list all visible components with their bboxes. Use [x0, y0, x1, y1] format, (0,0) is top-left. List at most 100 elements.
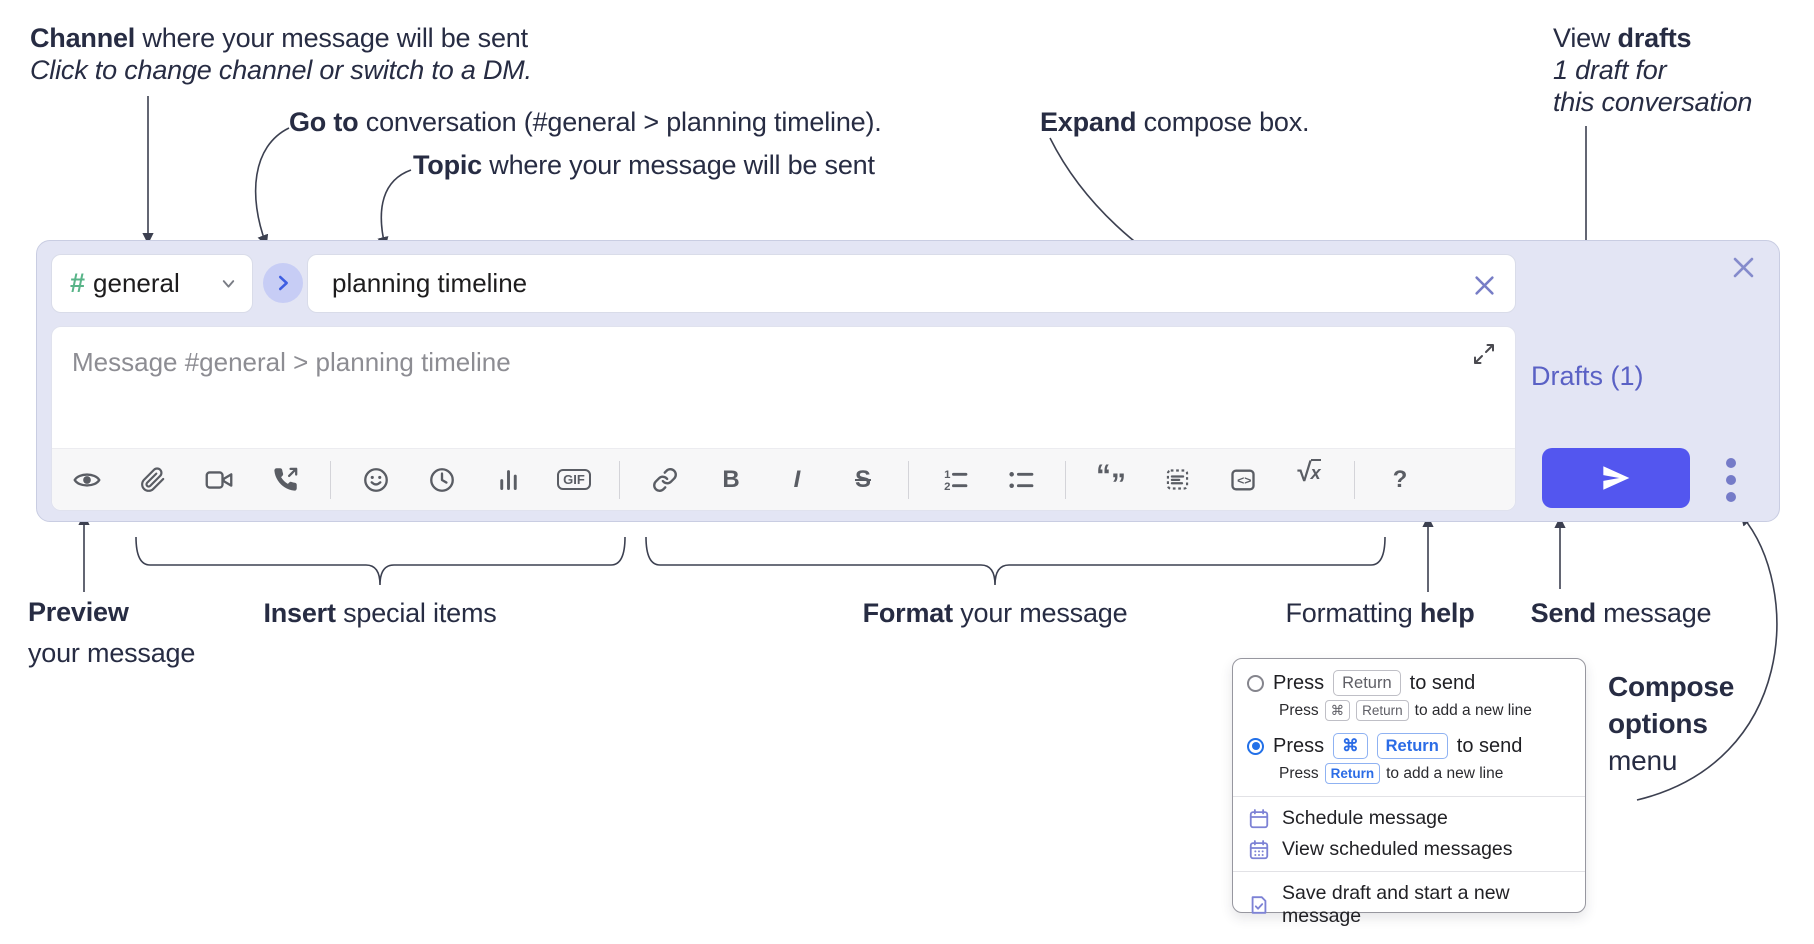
video-camera-icon [205, 470, 233, 489]
ordered-list-button[interactable]: 1 2 [933, 459, 975, 501]
italic-button[interactable]: I [776, 459, 818, 501]
annotation-channel: Channel where your message will be sent … [30, 23, 532, 85]
bold-icon: B [722, 465, 740, 493]
key-return: Return [1324, 763, 1381, 784]
calendar-grid-icon [1248, 839, 1270, 861]
radio-unselected[interactable] [1247, 674, 1264, 692]
blockquote-button[interactable]: “” [1096, 458, 1126, 501]
key-return: Return [1356, 700, 1409, 721]
menu-item-save-draft[interactable]: Save draft and start a new message [1233, 878, 1585, 932]
toolbar-divider [619, 460, 620, 499]
compose-options-button[interactable] [1709, 452, 1753, 508]
svg-text:1: 1 [944, 469, 951, 481]
key-return: Return [1333, 670, 1401, 696]
expand-compose-button[interactable] [1469, 339, 1499, 369]
ordered-list-icon: 1 2 [944, 469, 967, 493]
message-input[interactable] [70, 341, 974, 383]
poll-button[interactable] [487, 459, 529, 501]
audio-call-button[interactable] [264, 459, 306, 501]
close-compose-button[interactable] [1727, 251, 1759, 283]
annotation-insert: Insert special items [263, 598, 497, 628]
annotation-expand: Expand compose box. [1040, 107, 1310, 137]
toolbar-divider [908, 460, 909, 499]
bold-button[interactable]: B [710, 459, 752, 501]
annotation-preview: Preview your message [28, 597, 196, 668]
insert-brace [135, 536, 626, 586]
menu-item-view-scheduled-messages[interactable]: View scheduled messages [1233, 834, 1585, 865]
paperclip-icon [141, 466, 165, 492]
calendar-icon [1248, 808, 1270, 830]
attach-file-button[interactable] [132, 459, 174, 501]
svg-text:<>: <> [1237, 473, 1251, 487]
go-to-conversation-button[interactable] [263, 263, 303, 303]
preview-button[interactable] [66, 459, 108, 501]
clear-topic-button[interactable] [1469, 270, 1499, 300]
code-block-button[interactable] [1156, 459, 1198, 501]
expand-icon [1474, 344, 1494, 364]
kebab-dot [1726, 492, 1736, 502]
phone-call-icon [273, 467, 297, 491]
channel-selector[interactable]: # general [51, 254, 253, 313]
topic-input-box [307, 254, 1516, 313]
key-return: Return [1376, 733, 1448, 759]
emoji-button[interactable] [355, 459, 397, 501]
annotation-compose-options: Compose options menu [1608, 671, 1735, 776]
chevron-down-icon [222, 280, 235, 288]
radio-selected[interactable] [1247, 737, 1264, 755]
formatting-help-button[interactable]: ? [1379, 459, 1421, 501]
close-icon [1733, 257, 1753, 277]
message-area: GIF B I S [51, 326, 1516, 511]
gif-button[interactable]: GIF [553, 459, 595, 501]
bulleted-list-icon [1008, 472, 1033, 489]
link-button[interactable] [644, 459, 686, 501]
channel-hash-icon: # [70, 268, 86, 298]
send-button[interactable] [1542, 448, 1690, 508]
format-brace [645, 536, 1386, 586]
topic-input[interactable] [308, 268, 1432, 299]
topic-connector [377, 169, 412, 249]
menu-divider [1233, 796, 1585, 797]
smiley-icon [364, 467, 388, 492]
bulleted-list-button[interactable] [999, 459, 1041, 501]
menu-item-schedule-message[interactable]: Schedule message [1233, 803, 1585, 834]
video-clip-button[interactable] [198, 459, 240, 501]
eye-icon [73, 472, 101, 487]
question-mark-icon: ? [1392, 465, 1408, 493]
strikethrough-button[interactable]: S [842, 459, 884, 501]
kebab-dot [1726, 475, 1736, 485]
send-icon [1603, 466, 1630, 490]
strikethrough-icon: S [854, 465, 871, 493]
blockquote-icon: “ [1096, 458, 1111, 492]
menu-option-sub: Press Return to add a new line [1233, 761, 1585, 790]
channel-name: general [93, 268, 180, 298]
menu-divider [1233, 871, 1585, 872]
close-icon [1474, 275, 1494, 295]
toolbar-divider [1354, 460, 1355, 499]
annotation-topic: Topic where your message will be sent [413, 150, 875, 180]
inline-code-button[interactable]: <> [1222, 459, 1264, 501]
sqrt-icon: √ [1297, 456, 1312, 487]
italic-icon: I [793, 465, 801, 493]
menu-option-cmd-return-to-send[interactable]: Press ⌘ Return to send [1233, 727, 1585, 761]
link-icon [653, 467, 677, 492]
menu-option-sub: Press ⌘ Return to add a new line [1233, 698, 1585, 727]
compose-box: # general [36, 240, 1780, 522]
clock-icon [430, 467, 454, 492]
svg-text:2: 2 [944, 481, 950, 493]
schedule-button[interactable] [421, 459, 463, 501]
annotation-goto: Go to conversation (#general > planning … [289, 107, 882, 137]
toolbar-divider [330, 460, 331, 499]
annotation-format: Format your message [862, 598, 1128, 628]
gif-icon: GIF [557, 469, 591, 490]
annotation-send: Send message [1530, 598, 1712, 628]
compose-options-menu: Press Return to send Press ⌘ Return to a… [1232, 658, 1586, 927]
formula-button[interactable]: √x [1297, 456, 1321, 487]
menu-option-return-to-send[interactable]: Press Return to send [1233, 668, 1585, 698]
annotation-view-drafts: View drafts 1 draft for this conversatio… [1553, 23, 1753, 117]
goto-connector [254, 127, 290, 247]
formatting-toolbar: GIF B I S [52, 448, 1515, 510]
toolbar-divider [1065, 460, 1066, 499]
drafts-link[interactable]: Drafts (1) [1531, 361, 1644, 391]
code-block-icon [1166, 469, 1188, 490]
